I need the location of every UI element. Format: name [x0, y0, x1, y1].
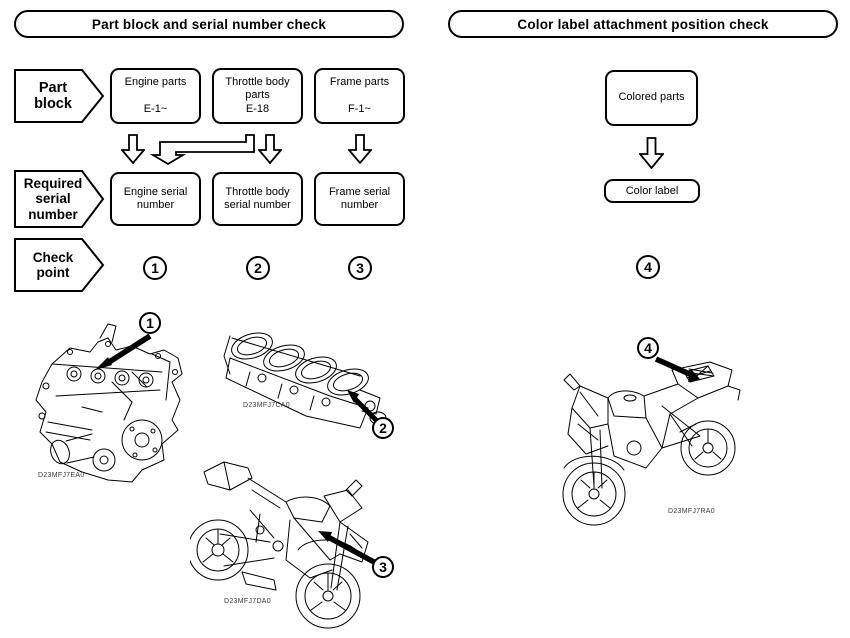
box-code: E-18 [245, 103, 270, 115]
box-code: E-1~ [143, 103, 168, 115]
down-arrow-icon [348, 134, 372, 164]
figure-callout-3: 3 [372, 556, 394, 578]
bent-arrow-icon [149, 134, 255, 166]
colored-parts-box: Colored parts [605, 70, 698, 126]
left-section-header: Part block and serial number check [14, 10, 404, 38]
box-label: Colored parts [618, 91, 685, 104]
down-arrow-icon [258, 134, 282, 164]
pentagon-shape [14, 238, 105, 292]
part-block-box-engine: Engine parts E-1~ [110, 68, 201, 124]
part-block-tag-label: Part block [34, 79, 72, 112]
check-point-number-2: 2 [246, 256, 270, 280]
required-serial-tag: Required serial number [14, 170, 106, 228]
down-arrow-icon [639, 137, 664, 169]
check-point-number-3: 3 [348, 256, 372, 280]
required-serial-tag-label: Required serial number [23, 176, 83, 222]
engine-line-drawing [35, 323, 183, 483]
pentagon-shape [14, 170, 105, 228]
box-label: Frame parts [329, 76, 390, 88]
box-label: Frame serial number [328, 185, 391, 211]
throttle-body-line-drawing [223, 332, 387, 429]
color-label-box: Color label [604, 179, 700, 203]
box-label: Engine parts [124, 76, 187, 88]
check-point-tag: Check point [14, 238, 106, 292]
motorcycle-color-label-line-drawing [562, 356, 741, 526]
box-label: Throttle body serial number [224, 185, 291, 211]
check-point-number-4: 4 [636, 255, 660, 279]
pentagon-shape [14, 69, 105, 123]
figure-caption: D23MFJ7CA0 [243, 402, 290, 409]
motorcycle-line-drawing [190, 461, 376, 629]
serial-box-engine: Engine serial number [110, 172, 201, 226]
figure-caption: D23MFJ7RA0 [668, 508, 715, 515]
check-point-tag-label: Check point [32, 249, 74, 280]
part-block-tag: Part block [14, 69, 106, 123]
right-section-header: Color label attachment position check [448, 10, 838, 38]
serial-box-throttle: Throttle body serial number [212, 172, 303, 226]
down-arrow-icon [121, 134, 145, 164]
serial-box-frame: Frame serial number [314, 172, 405, 226]
box-label: Color label [625, 185, 679, 197]
box-code: F-1~ [348, 103, 371, 115]
figure-callout-4: 4 [637, 337, 659, 359]
check-point-number-1: 1 [143, 256, 167, 280]
figure-callout-2: 2 [372, 417, 394, 439]
part-block-box-frame: Frame parts F-1~ [314, 68, 405, 124]
box-label: Engine serial number [123, 185, 188, 211]
figure-callout-1: 1 [139, 312, 161, 334]
figure-caption: D23MFJ7DA0 [224, 598, 271, 605]
figure-caption: D23MFJ7EA0 [38, 472, 85, 479]
part-block-box-throttle: Throttle body parts E-18 [212, 68, 303, 124]
box-label: Throttle body parts [225, 76, 290, 102]
